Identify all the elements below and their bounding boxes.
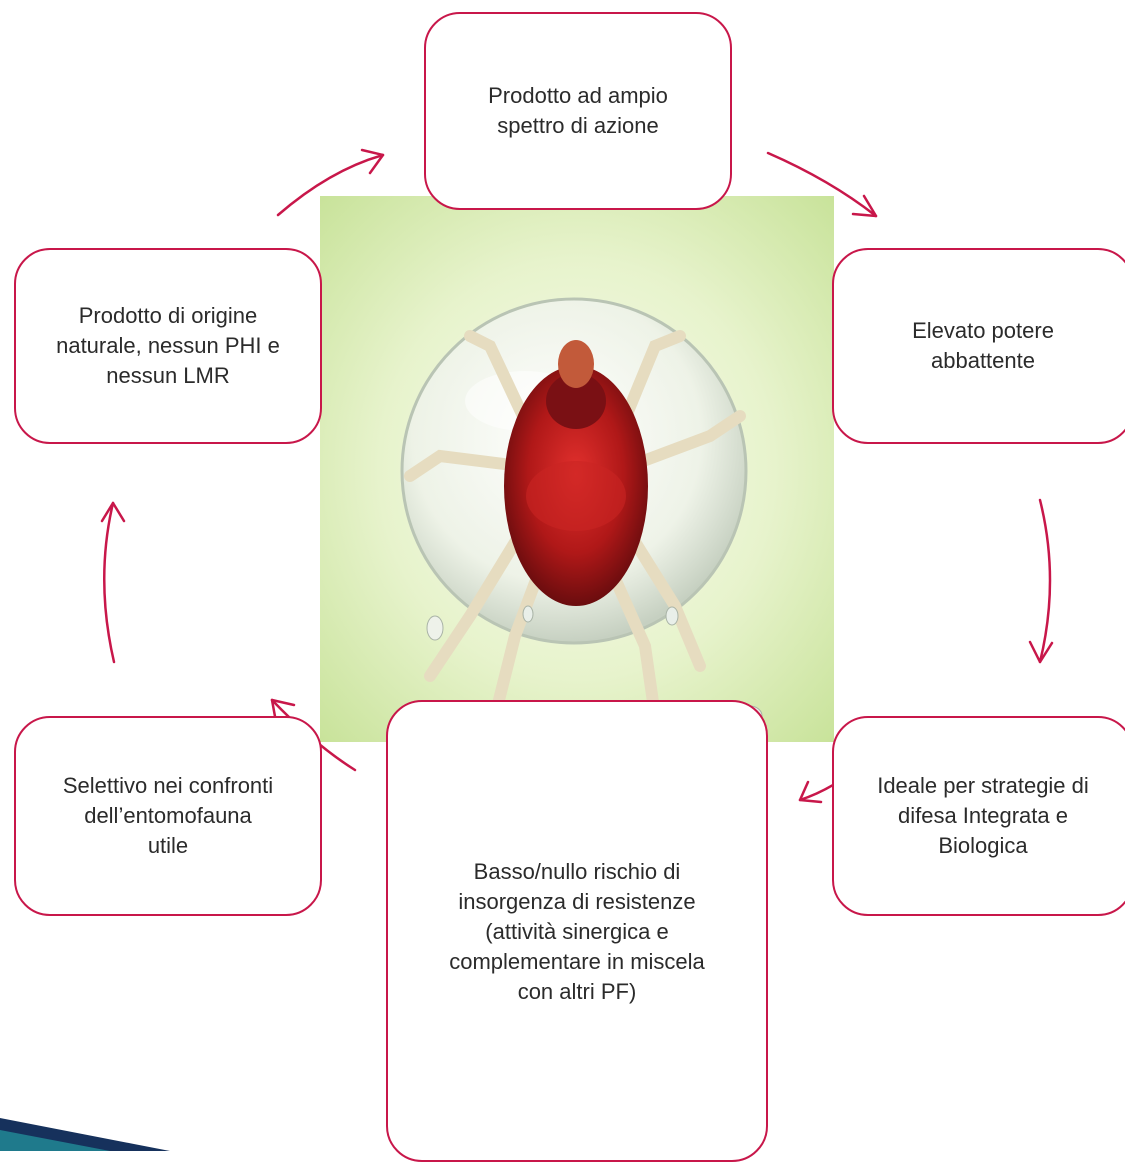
benefit-natural-origin: Prodotto di origine naturale, nessun PHI…	[14, 248, 322, 444]
arrow-right-upper-to-right-lower	[1040, 500, 1050, 662]
arrow-top-to-right-upper	[768, 153, 876, 216]
benefit-knockdown-power: Elevato potere abbattente	[832, 248, 1125, 444]
benefit-broad-spectrum: Prodotto ad ampio spettro di azione	[424, 12, 732, 210]
benefit-integrated-biological-defense: Ideale per strategie di difesa Integrata…	[832, 716, 1125, 916]
decorative-corner	[0, 1100, 170, 1151]
benefit-selective-beneficials: Selettivo nei confronti dell’entomofauna…	[14, 716, 322, 916]
arrow-left-lower-to-left-upper	[104, 503, 114, 662]
benefit-low-resistance-risk: Basso/nullo rischio di insorgenza di res…	[386, 700, 768, 1162]
arrow-left-upper-to-top	[278, 155, 383, 215]
